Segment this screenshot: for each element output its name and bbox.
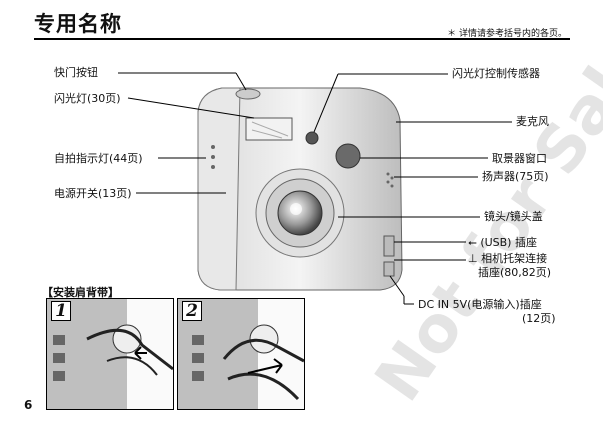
label-power: 电源开关(13页) — [54, 187, 132, 200]
step-number-1: 1 — [51, 301, 71, 321]
strap-section-title: 【安装肩背带】 — [42, 286, 119, 299]
reference-note: ＊ 详情请参考括号内的各页。 — [447, 29, 567, 39]
usb-label: (USB) 插座 — [480, 236, 537, 249]
usb-icon: ⭠ — [468, 236, 477, 249]
label-shutter: 快门按钮 — [54, 66, 98, 79]
label-flash-sensor: 闪光灯控制传感器 — [452, 67, 540, 80]
label-microphone: 麦克风 — [516, 115, 549, 128]
label-usb: ⭠ (USB) 插座 — [468, 236, 537, 249]
label-speaker: 扬声器(75页) — [482, 170, 549, 183]
label-self-timer: 自拍指示灯(44页) — [54, 152, 143, 165]
cradle-icon: ⊥ — [468, 252, 478, 265]
label-cradle-line2: 插座(80,82页) — [478, 266, 552, 279]
label-dcin: DC IN 5V(电源输入)插座 — [418, 298, 542, 311]
page-title: 专用名称 — [34, 12, 122, 36]
label-cradle: ⊥ 相机托架连接 — [468, 252, 547, 265]
label-flash: 闪光灯(30页) — [54, 92, 121, 105]
title-rule — [34, 38, 570, 40]
cradle-label-line1: 相机托架连接 — [481, 252, 548, 265]
page-number: 6 — [24, 398, 33, 412]
strap-step-1-panel: 1 — [46, 298, 174, 410]
label-viewfinder: 取景器窗口 — [492, 152, 547, 165]
step-number-2: 2 — [182, 301, 202, 321]
label-lens: 镜头/镜头盖 — [484, 210, 543, 223]
strap-step-2-panel: 2 — [177, 298, 305, 410]
label-dcin-page: (12页) — [522, 312, 556, 325]
